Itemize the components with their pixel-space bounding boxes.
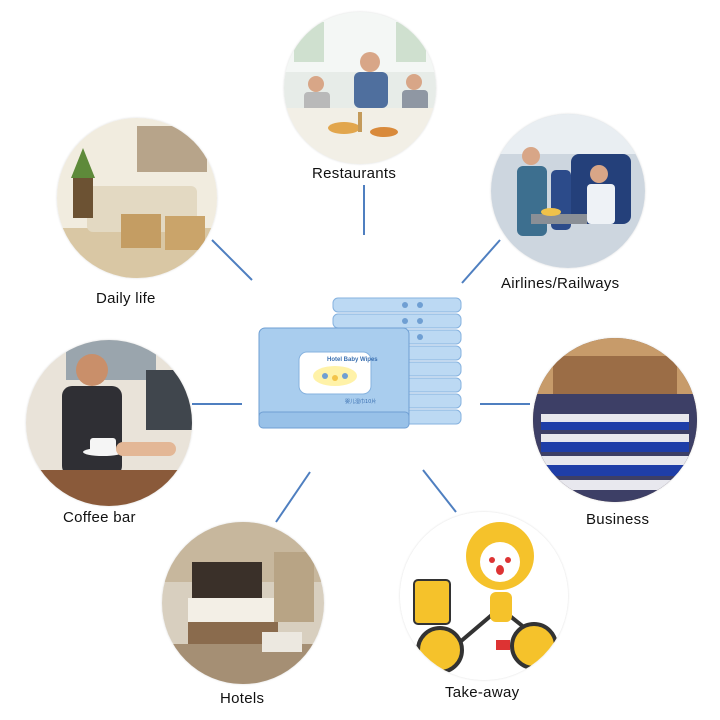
label-coffee-bar: Coffee bar	[63, 509, 136, 526]
label-take-away: Take-away	[445, 684, 520, 701]
pack-title: Hotel Baby Wipes	[327, 357, 378, 363]
pack-count: 10片	[365, 399, 377, 405]
connector-airlines	[461, 239, 501, 284]
living-room-icon	[57, 118, 217, 278]
business-photo	[533, 338, 697, 502]
dining-scene-icon	[284, 12, 436, 164]
airlines-railways-photo	[491, 114, 645, 268]
take-away-photo	[400, 512, 568, 680]
airplane-cabin-icon	[491, 114, 645, 268]
label-restaurants: Restaurants	[312, 165, 397, 182]
wipes-product-stack: Hotel Baby Wipes 婴儿湿巾 10片	[255, 292, 470, 437]
baby-wipes-pack-icon	[258, 297, 462, 429]
front-pack	[258, 327, 410, 429]
conference-hall-icon	[533, 338, 697, 502]
coffee-cup-icon	[26, 340, 192, 506]
label-daily-life: Daily life	[96, 290, 156, 307]
label-airlines-railways: Airlines/Railways	[501, 275, 620, 292]
delivery-bike-icon	[400, 512, 568, 680]
connector-hotels	[275, 471, 311, 523]
daily-life-photo	[57, 118, 217, 278]
label-hotels: Hotels	[220, 690, 265, 707]
label-business: Business	[586, 511, 650, 528]
restaurants-photo	[284, 12, 436, 164]
pack-chinese-label: 婴儿湿巾	[345, 399, 366, 405]
coffee-bar-photo	[26, 340, 192, 506]
connector-take-away	[422, 469, 457, 513]
hotel-room-icon	[162, 522, 324, 684]
hotels-photo	[162, 522, 324, 684]
connector-daily-life	[211, 239, 253, 281]
